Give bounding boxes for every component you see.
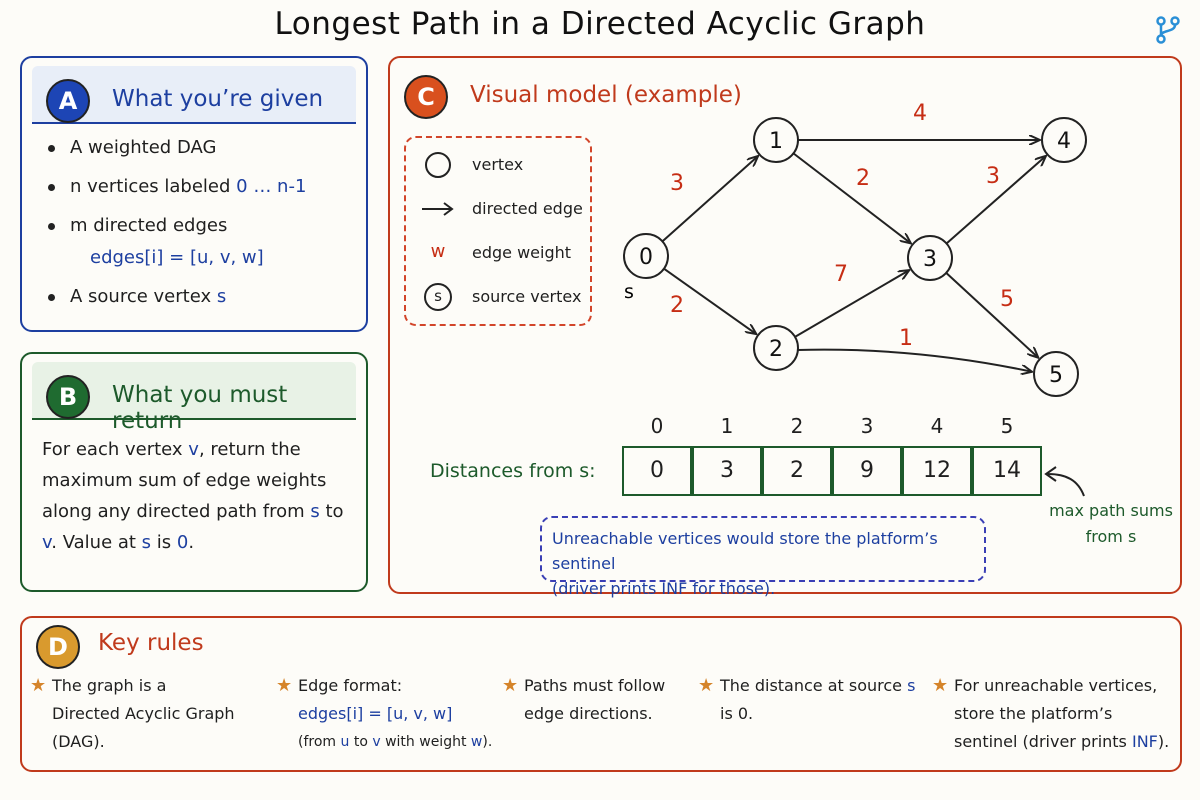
return-title: What you must return [112,382,288,434]
key-rules-panel: D Key rules ★ The graph is a Directed Ac… [20,616,1182,772]
unreachable-note: Unreachable vertices would store the pla… [540,516,986,598]
badge-d: D [36,625,80,669]
distance-index: 3 [860,414,874,438]
edge-weight-2-3: 7 [834,262,848,287]
visual-model-title: Visual model (example) [470,82,742,108]
edge-weight-0-2: 2 [670,293,684,318]
visual-model-panel: C Visual model (example) vertex directed… [388,56,1182,598]
node-label-4: 4 [1057,129,1071,154]
dag-graph: 3 2 4 2 7 3 5 1 0 1 2 3 4 5 s [623,101,1087,397]
arrow-icon [422,202,454,216]
node-label-1: 1 [769,129,783,154]
max-path-note: max path sums from s [1049,501,1173,546]
node-label-5: 5 [1049,363,1063,388]
rule-item: ★ For unreachable vertices, store the pl… [932,672,1172,756]
distance-cell: 3 [692,446,762,496]
legend: vertex directed edge w edge weight s sou… [404,136,592,326]
node-1 [753,117,799,163]
node-3 [907,235,953,281]
node-0 [623,233,669,279]
distance-cell: 2 [762,446,832,496]
given-list: A weighted DAG n vertices labeled 0 … n-… [48,138,306,326]
node-label-2: 2 [769,337,783,362]
distance-index: 0 [650,414,664,438]
list-item: A weighted DAG [48,138,306,158]
distance-cell: 9 [832,446,902,496]
given-panel: A What you’re given A weighted DAG n ver… [20,56,368,332]
return-description: For each vertex v, return the maximum su… [42,439,344,553]
star-icon: ★ [698,675,715,696]
distance-cell: 12 [902,446,972,496]
star-icon: ★ [932,675,949,696]
distance-index: 1 [720,414,734,438]
edge-weight-3-4: 3 [986,164,1000,189]
node-4 [1041,117,1087,163]
branch-icon [1156,16,1180,44]
edge-weight-1-3: 2 [856,166,870,191]
circle-icon [425,152,451,178]
edge-1-3 [792,152,910,243]
node-label-0: 0 [639,245,653,270]
distance-index: 2 [790,414,804,438]
given-title: What you’re given [112,86,324,112]
distance-cell: 14 [972,446,1042,496]
list-item: n vertices labeled 0 … n-1 [48,177,306,197]
return-panel: B What you must return For each vertex v… [20,352,368,592]
rule-item: ★ Edge format: edges[i] = [u, v, w] (fro… [276,672,496,756]
badge-a: A [46,79,90,123]
edge-2-5 [797,348,1032,372]
star-icon: ★ [276,675,293,696]
edge-0-2 [663,267,756,334]
edge-weight-0-1: 3 [670,171,684,196]
edges-format: edges[i] = [u, v, w] [90,247,264,268]
legend-item-vertex: vertex [420,150,590,180]
node-5 [1033,351,1079,397]
rule-item: ★ Paths must follow edge directions. [502,672,682,728]
edge-3-4 [945,156,1046,245]
source-symbol: s [424,283,452,311]
edge-weight-1-4: 4 [913,101,927,126]
distance-cell: 0 [622,446,692,496]
edge-weight-3-5: 5 [1000,287,1014,312]
rule-item: ★ The graph is a Directed Acyclic Graph … [30,672,270,756]
given-header: A What you’re given [32,66,356,124]
distance-index: 5 [1000,414,1014,438]
rule-item: ★ The distance at source s is 0. [698,672,918,728]
distances-label: Distances from s: [430,460,596,482]
star-icon: ★ [502,675,519,696]
legend-item-source: s source vertex [420,282,590,312]
edge-0-1 [661,156,758,243]
star-icon: ★ [30,675,47,696]
curved-arrow-icon [1044,466,1085,497]
legend-item-edge: directed edge [420,194,590,224]
edge-3-5 [945,272,1038,358]
edge-weight-2-5: 1 [899,326,913,351]
source-marker: s [624,281,634,303]
distance-index: 4 [930,414,944,438]
node-2 [753,325,799,371]
legend-item-weight: w edge weight [430,241,572,262]
edge-2-3 [794,270,909,338]
badge-b: B [46,375,90,419]
return-header: B What you must return [32,362,356,434]
node-label-3: 3 [923,247,937,272]
page-title: Longest Path in a Directed Acyclic Graph [274,6,926,42]
badge-c: C [404,75,448,119]
key-rules-title: Key rules [98,630,204,656]
list-item: A source vertex s [48,287,306,307]
